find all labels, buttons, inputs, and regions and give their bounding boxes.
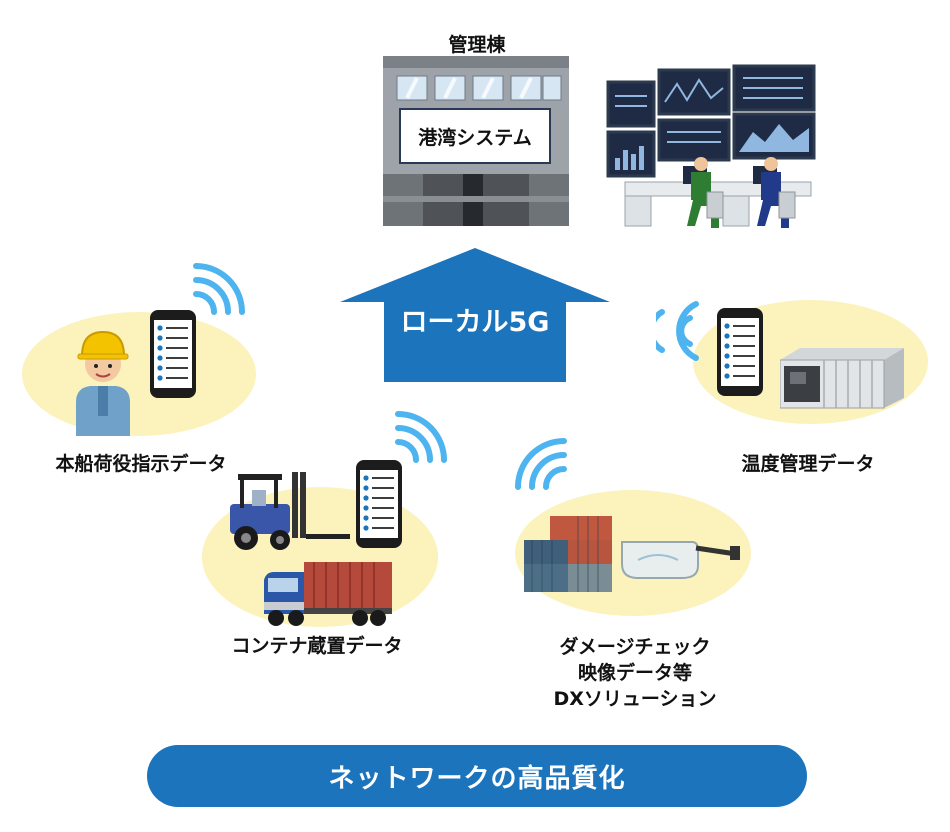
reefer-container-icon: [780, 348, 904, 409]
wifi-icon: [193, 263, 245, 315]
right-bottom-node-label-1: ダメージチェック: [559, 636, 711, 658]
left-node-ellipse: [22, 312, 256, 436]
up-arrow: [340, 248, 610, 382]
right-bottom-node-label-2: 映像データ等: [577, 662, 692, 684]
wifi-icon: [395, 411, 447, 463]
smartphone-icon: [356, 460, 402, 548]
system-sign: 港湾システム: [399, 108, 551, 164]
center-node-label: コンテナ蔵置データ: [231, 635, 403, 657]
forklift-icon: [230, 472, 350, 550]
footer-banner: ネットワークの高品質化: [147, 745, 807, 807]
truck-icon: [264, 562, 392, 626]
smartphone-icon: [150, 310, 196, 398]
left-node-label: 本船荷役指示データ: [55, 453, 227, 475]
right-top-node-label: 温度管理データ: [741, 453, 875, 475]
footer-text: ネットワークの高品質化: [328, 763, 626, 794]
worker-icon: [76, 330, 130, 436]
wifi-icon: [515, 438, 567, 490]
building-icon: [383, 56, 569, 226]
container-stack-icon: [524, 516, 612, 592]
wifi-icon: [656, 301, 699, 361]
local-5g-label: ローカル5G: [400, 307, 550, 338]
control-room-icon: [606, 64, 816, 228]
smartphone-icon: [717, 308, 763, 396]
building-title: 管理棟: [448, 34, 506, 56]
right-bottom-node-label-3: DXソリューション: [553, 688, 717, 710]
smart-glasses-icon: [621, 541, 740, 579]
